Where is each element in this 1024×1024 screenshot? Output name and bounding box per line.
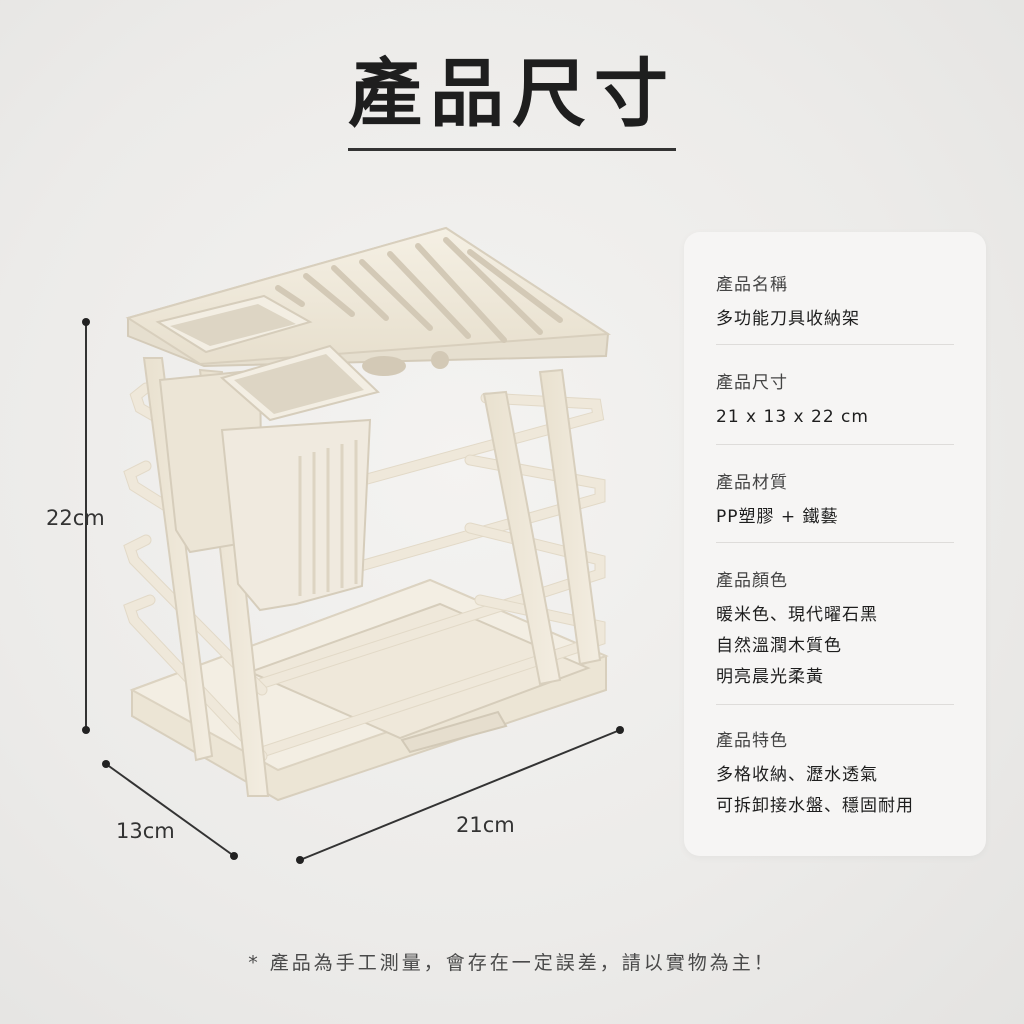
height-dim-bottom-dot (82, 726, 90, 734)
title-underline (348, 148, 676, 151)
spec-label: 產品尺寸 (716, 373, 788, 393)
width-dim-start-dot (296, 856, 304, 864)
measurement-disclaimer: * 產品為手工測量，會存在一定誤差，請以實物為主！ (248, 952, 776, 974)
dimension-lines (85, 322, 621, 861)
depth-dim-end-dot (230, 852, 238, 860)
spec-divider (716, 444, 954, 445)
spec-item-features: 產品特色 多格收納、瀝水透氣 可拆卸接水盤、穩固耐用 (716, 728, 956, 822)
spec-label: 產品材質 (716, 473, 788, 493)
spec-value: PP塑膠 + 鐵藝 (716, 507, 839, 527)
width-dim-end-dot (616, 726, 624, 734)
height-dim-top-dot (82, 318, 90, 326)
spec-value: 多格收納、瀝水透氣 (716, 765, 878, 785)
spec-label: 產品特色 (716, 731, 788, 751)
spec-divider (716, 704, 954, 705)
page-title: 產品尺寸 (348, 51, 676, 137)
spec-value: 暖米色、現代曜石黑 (716, 605, 878, 625)
spec-value: 明亮晨光柔黃 (716, 667, 824, 687)
spec-value: 可拆卸接水盤、穩固耐用 (716, 796, 914, 816)
spec-card: 產品名稱 多功能刀具收納架 產品尺寸 21 x 13 x 22 cm 產品材質 … (684, 232, 986, 856)
spec-label: 產品名稱 (716, 275, 788, 295)
depth-dimension-label: 13cm (116, 819, 175, 843)
spec-label: 產品顏色 (716, 571, 788, 591)
spec-item-name: 產品名稱 多功能刀具收納架 (716, 272, 956, 335)
height-dimension-label: 22cm (46, 506, 105, 530)
spec-value: 21 x 13 x 22 cm (716, 407, 869, 427)
spec-value: 多功能刀具收納架 (716, 309, 860, 329)
spec-divider (716, 344, 954, 345)
spec-item-color: 產品顏色 暖米色、現代曜石黑 自然溫潤木質色 明亮晨光柔黃 (716, 568, 956, 693)
depth-dim-start-dot (102, 760, 110, 768)
utensil-cups (158, 368, 372, 612)
width-dimension-label: 21cm (456, 813, 515, 837)
spec-value: 自然溫潤木質色 (716, 636, 842, 656)
spec-item-material: 產品材質 PP塑膠 + 鐵藝 (716, 470, 956, 533)
top-knife-plate (125, 226, 612, 422)
spec-divider (716, 542, 954, 543)
spec-item-size: 產品尺寸 21 x 13 x 22 cm (716, 370, 956, 433)
